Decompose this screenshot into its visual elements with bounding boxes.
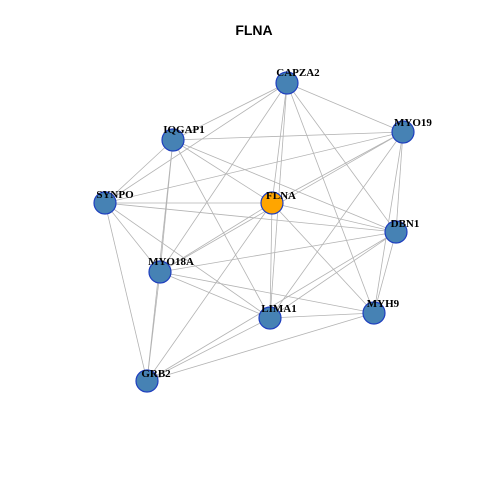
edge-capza2-dbn1 — [286, 82, 397, 233]
edges-layer — [104, 82, 404, 382]
node-myo19: MYO19 — [391, 117, 432, 144]
node-label: MYO18A — [148, 256, 194, 268]
graph-title: FLNA — [235, 22, 272, 38]
edge-capza2-iqgap1 — [172, 82, 288, 141]
node-capza2: CAPZA2 — [275, 67, 320, 95]
edge-myo19-flna — [271, 131, 404, 204]
node-lima1: LIMA1 — [258, 303, 297, 330]
edge-synpo-myo18a — [104, 202, 161, 273]
edge-dbn1-lima1 — [269, 231, 397, 319]
edge-capza2-myh9 — [286, 82, 375, 314]
edge-flna-grb2 — [146, 202, 273, 382]
node-label: MYH9 — [367, 298, 400, 310]
edge-lima1-grb2 — [146, 317, 271, 382]
node-circle — [260, 191, 284, 215]
node-label: GRB2 — [141, 368, 171, 380]
edge-iqgap1-dbn1 — [172, 139, 397, 233]
edge-dbn1-myo18a — [159, 231, 397, 273]
node-myo18a: MYO18A — [148, 256, 194, 284]
node-circle — [258, 306, 282, 330]
node-circle — [362, 301, 386, 325]
edge-capza2-synpo — [104, 82, 288, 204]
edge-synpo-lima1 — [104, 202, 271, 319]
edge-myo19-lima1 — [269, 131, 404, 319]
edge-myh9-grb2 — [146, 312, 375, 382]
edge-synpo-dbn1 — [104, 202, 397, 233]
edge-capza2-myo18a — [159, 82, 288, 273]
node-myh9: MYH9 — [362, 298, 400, 325]
edge-capza2-myo19 — [286, 82, 404, 133]
edge-myo18a-lima1 — [159, 271, 271, 319]
node-circle — [93, 191, 117, 215]
node-flna: FLNA — [260, 190, 296, 215]
node-label: MYO19 — [394, 117, 432, 129]
node-label: LIMA1 — [261, 303, 296, 315]
node-label: FLNA — [266, 190, 296, 202]
edge-myo19-synpo — [104, 131, 404, 204]
node-circle — [384, 220, 408, 244]
node-label: SYNPO — [96, 189, 134, 201]
edge-synpo-grb2 — [104, 202, 148, 382]
node-label: CAPZA2 — [276, 67, 320, 79]
node-label: DBN1 — [391, 218, 420, 230]
node-synpo: SYNPO — [93, 189, 134, 215]
edge-myo18a-myh9 — [159, 271, 375, 314]
edge-flna-myh9 — [271, 202, 375, 314]
edge-flna-myo18a — [159, 202, 273, 273]
node-label: IQGAP1 — [163, 124, 205, 136]
node-circle — [161, 128, 185, 152]
edge-myo19-dbn1 — [395, 131, 404, 233]
edge-dbn1-myh9 — [373, 231, 397, 314]
edge-iqgap1-flna — [172, 139, 273, 204]
edge-myh9-lima1 — [269, 312, 375, 319]
edge-flna-dbn1 — [271, 202, 397, 233]
edge-iqgap1-myo19 — [172, 131, 404, 141]
edge-iqgap1-synpo — [104, 139, 174, 204]
node-circle — [391, 120, 415, 144]
edge-myo19-myh9 — [373, 131, 404, 314]
node-dbn1: DBN1 — [384, 218, 420, 244]
node-circle — [135, 369, 159, 393]
edge-flna-lima1 — [269, 202, 273, 319]
edge-iqgap1-lima1 — [172, 139, 271, 319]
node-iqgap1: IQGAP1 — [161, 124, 205, 152]
edge-capza2-flna — [271, 82, 288, 204]
node-grb2: GRB2 — [135, 368, 171, 393]
node-circle — [148, 260, 172, 284]
edge-myo18a-grb2 — [146, 271, 161, 382]
node-circle — [275, 71, 299, 95]
